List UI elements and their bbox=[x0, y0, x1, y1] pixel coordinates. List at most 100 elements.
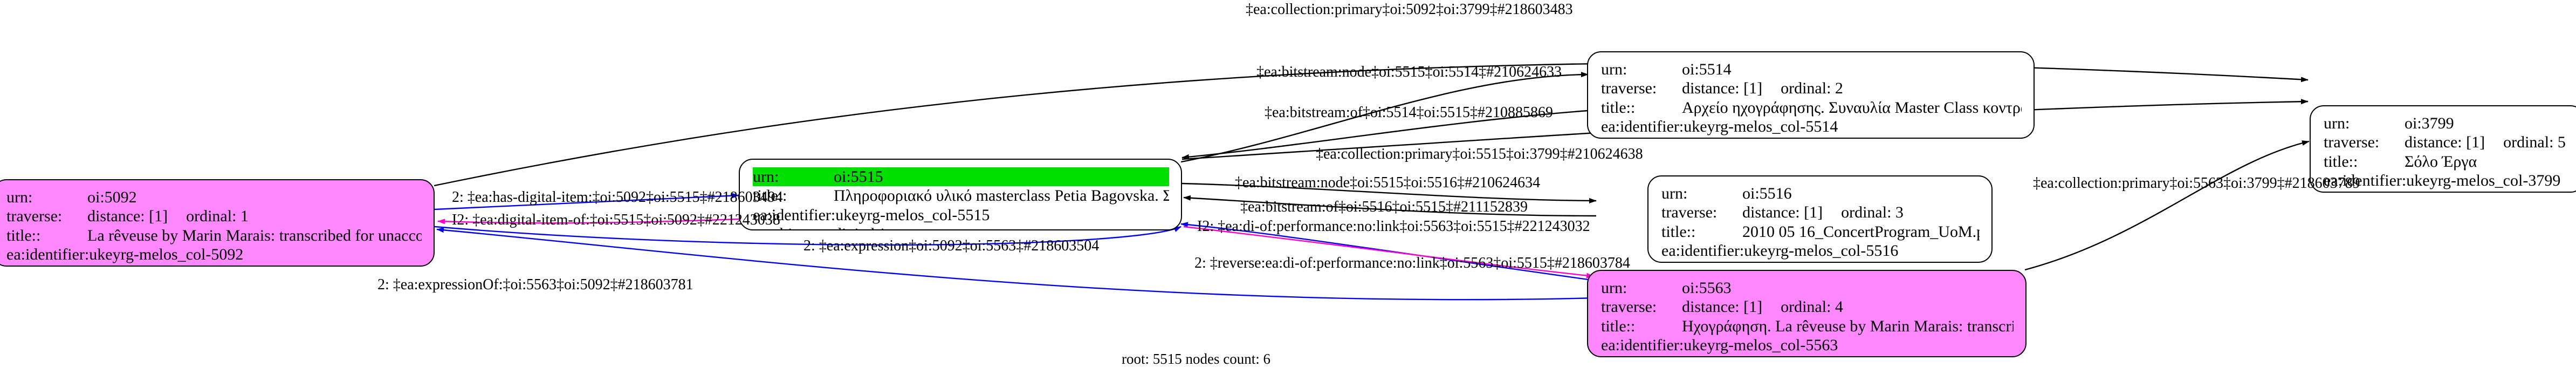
node-row: title:: Σόλο Έργα bbox=[2324, 152, 2572, 171]
row-value: oi:3799 bbox=[2405, 114, 2454, 132]
row-value: collection bbox=[2405, 191, 2572, 192]
edge-label-collection-primary-5092-3799: ‡ea:collection:primary‡oi:5092‡oi:3799‡#… bbox=[1246, 1, 1573, 18]
row-value: auth-expression bbox=[87, 264, 422, 266]
node-row: ea:obj-type: collection bbox=[2324, 191, 2572, 192]
row-value: rg-melos_col-5515 bbox=[867, 206, 990, 224]
row-key: ea:obj-type: bbox=[1601, 137, 1682, 138]
node-row: ea:obj-type: bitstream bbox=[1601, 137, 2022, 138]
edge-label-bitstream-node-5515-5516: ‡ea:bitstream:node‡oi:5515‡oi:5516‡#2106… bbox=[1235, 174, 1541, 191]
node-row: ea:obj-type: digital-item bbox=[753, 225, 1169, 229]
graph-node-oi3799[interactable]: urn: oi:3799 traverse: distance: [1]ordi… bbox=[2310, 105, 2576, 193]
row-key: ea:obj-type: bbox=[6, 264, 87, 266]
row-key: title:: bbox=[1601, 317, 1636, 335]
edge-label-bitstream-of-5514-5515: ‡ea:bitstream:of‡oi:5514‡oi:5515‡#210885… bbox=[1265, 104, 1554, 121]
node-row: ea:obj-type: bitstream bbox=[1661, 261, 1980, 262]
row-value: Αρχείο ηχογράφησης. Συναυλία Master Clas… bbox=[1682, 98, 2022, 117]
row-value: distance: [1]ordinal: 4 bbox=[1682, 298, 1843, 316]
node-row: title:: 2010 05 16_ConcertProgram_UoM.pd… bbox=[1661, 222, 1980, 241]
row-value: rg-melos_col-3799 bbox=[2437, 172, 2561, 190]
node-row: ea:identifier:ukey rg-melos_col-5514 bbox=[1601, 117, 2022, 136]
node-row: ea:identifier:ukey rg-melos_col-5515 bbox=[753, 206, 1169, 225]
node-row: urn: oi:3799 bbox=[2324, 114, 2572, 133]
row-key: ea:obj-type: bbox=[1601, 355, 1682, 356]
graph-footer-status: root: 5515 nodes count: 6 bbox=[1122, 351, 1270, 367]
row-key: urn: bbox=[6, 188, 33, 206]
row-value: rg-melos_col-5563 bbox=[1715, 336, 1838, 355]
edge-collection-primary-5563-3799 bbox=[2024, 140, 2310, 271]
graph-node-oi5563[interactable]: urn: oi:5563 traverse: distance: [1]ordi… bbox=[1587, 270, 2027, 357]
edge-label-bitstream-node-5515-5514: ‡ea:bitstream:node‡oi:5515‡oi:5514‡#2106… bbox=[1256, 64, 1562, 80]
row-value: bitstream bbox=[1742, 261, 1980, 262]
row-value: distance: [1]ordinal: 5 bbox=[2405, 133, 2566, 152]
graph-node-oi5516[interactable]: urn: oi:5516 traverse: distance: [1]ordi… bbox=[1647, 175, 1993, 263]
node-row: ea:obj-type: auth-expression bbox=[1601, 355, 2014, 356]
edge-label-bitstream-of-5516-5515: ‡ea:bitstream:of‡oi:5516‡oi:5515‡#211152… bbox=[1240, 199, 1528, 215]
node-row: ea:identifier:ukey rg-melos_col-5516 bbox=[1661, 241, 1980, 260]
row-key: ea:identifier:ukey bbox=[1601, 118, 1715, 136]
row-value: Σόλο Έργα bbox=[2405, 152, 2477, 171]
row-value: oi:5563 bbox=[1682, 279, 1732, 297]
row-value: distance: [1]ordinal: 1 bbox=[87, 207, 249, 226]
row-key: urn: bbox=[2324, 114, 2350, 132]
node-row: urn: oi:5563 bbox=[1601, 278, 2014, 297]
node-row: title:: La rêveuse by Marin Marais: tran… bbox=[6, 226, 422, 245]
row-value: Πληροφοριακό υλικό masterclass Petia Bag… bbox=[834, 187, 1169, 205]
row-value: digital-item bbox=[834, 225, 1169, 229]
graph-node-oi5514[interactable]: urn: oi:5514 traverse: distance: [1]ordi… bbox=[1587, 51, 2035, 139]
edge-label-reverse-di-of-performance-5563-5515: 2: ‡reverse:ea:di-of:performance:no:link… bbox=[1194, 255, 1630, 271]
row-value: La rêveuse by Marin Marais: transcribed … bbox=[87, 226, 422, 244]
row-key: title:: bbox=[2324, 152, 2358, 171]
edge-label-has-digital-item-5092-5515: 2: ‡ea:has-digital-item:‡oi:5092‡oi:5515… bbox=[452, 189, 783, 206]
node-row: ea:identifier:ukey rg-melos_col-5092 bbox=[6, 245, 422, 264]
row-value: rg-melos_col-5092 bbox=[120, 246, 244, 264]
node-row: urn: oi:5514 bbox=[1601, 60, 2022, 79]
node-row: urn: oi:5516 bbox=[1661, 184, 1980, 203]
edge-label-di-of-performance-no-link-5563-5515: I2: ‡ea:di-of:performance:no:link‡oi:556… bbox=[1197, 218, 1590, 235]
row-value: auth-expression bbox=[1682, 355, 2014, 356]
graph-node-oi5092[interactable]: urn: oi:5092 traverse: distance: [1]ordi… bbox=[0, 179, 435, 267]
row-key: urn: bbox=[1601, 279, 1627, 297]
row-value: oi:5515 bbox=[834, 167, 1169, 187]
row-key: traverse: bbox=[6, 207, 63, 226]
node-row: title:: Ηχογράφηση. La rêveuse by Marin … bbox=[1601, 317, 2014, 336]
row-value: oi:5516 bbox=[1742, 185, 1792, 202]
edge-label-digital-item-of-5515-5092: I2: ‡ea:digital-item-of:‡oi:5515‡oi:5092… bbox=[452, 212, 780, 228]
row-key: ea:obj-type: bbox=[2324, 191, 2405, 192]
edge-label-expression-5092-5563: 2: ‡ea:expression‡oi:5092‡oi:5563‡#21860… bbox=[803, 237, 1100, 254]
row-key: urn: bbox=[753, 167, 834, 187]
row-key: title:: bbox=[1601, 98, 1636, 117]
graph-node-oi5515[interactable]: urn: oi:5515 title:: Πληροφοριακό υλικό … bbox=[739, 159, 1182, 230]
row-value: distance: [1]ordinal: 3 bbox=[1742, 203, 1904, 222]
row-key: traverse: bbox=[2324, 133, 2380, 152]
row-key: traverse: bbox=[1661, 203, 1718, 222]
node-row: ea:identifier:ukey rg-melos_col-5563 bbox=[1601, 336, 2014, 355]
edge-label-collection-primary-5515-3799: ‡ea:collection:primary‡oi:5515‡oi:3799‡#… bbox=[1316, 146, 1643, 162]
node-row: title:: Πληροφοριακό υλικό masterclass P… bbox=[753, 186, 1169, 205]
row-value: oi:5514 bbox=[1682, 60, 1732, 78]
row-key: urn: bbox=[1601, 60, 1627, 78]
row-key: urn: bbox=[1661, 185, 1688, 202]
node-row: traverse: distance: [1]ordinal: 5 bbox=[2324, 133, 2572, 152]
row-key: ea:obj-type: bbox=[1661, 261, 1742, 262]
row-value: bitstream bbox=[1682, 137, 2022, 138]
row-value: rg-melos_col-5516 bbox=[1775, 242, 1899, 260]
row-value: Ηχογράφηση. La rêveuse by Marin Marais: … bbox=[1682, 317, 2014, 335]
row-key: traverse: bbox=[1601, 79, 1657, 98]
row-key: ea:identifier:ukey bbox=[6, 246, 121, 264]
node-row: traverse: distance: [1]ordinal: 1 bbox=[6, 207, 422, 226]
row-key: ea:identifier:ukey bbox=[1601, 336, 1715, 355]
row-value: distance: [1]ordinal: 2 bbox=[1682, 79, 1843, 98]
row-key: title:: bbox=[753, 187, 787, 205]
node-row: ea:obj-type: auth-expression bbox=[6, 264, 422, 266]
row-value: oi:5092 bbox=[87, 188, 137, 206]
node-row: title:: Αρχείο ηχογράφησης. Συναυλία Mas… bbox=[1601, 98, 2022, 117]
row-value: 2010 05 16_ConcertProgram_UoM.pdf bbox=[1742, 222, 1980, 241]
edge-label-expression-of-5563-5092: 2: ‡ea:expressionOf:‡oi:5563‡oi:5092‡#21… bbox=[377, 276, 693, 293]
node-row: ea:identifier:ukey rg-melos_col-3799 bbox=[2324, 171, 2572, 190]
node-row: traverse: distance: [1]ordinal: 3 bbox=[1661, 203, 1980, 222]
row-key: ea:identifier:ukey bbox=[2324, 172, 2438, 190]
row-key: title:: bbox=[1661, 222, 1696, 241]
row-value: rg-melos_col-5514 bbox=[1715, 118, 1838, 136]
row-key: ea:identifier:ukey bbox=[1661, 242, 1776, 260]
row-key: ea:obj-type: bbox=[753, 225, 834, 229]
